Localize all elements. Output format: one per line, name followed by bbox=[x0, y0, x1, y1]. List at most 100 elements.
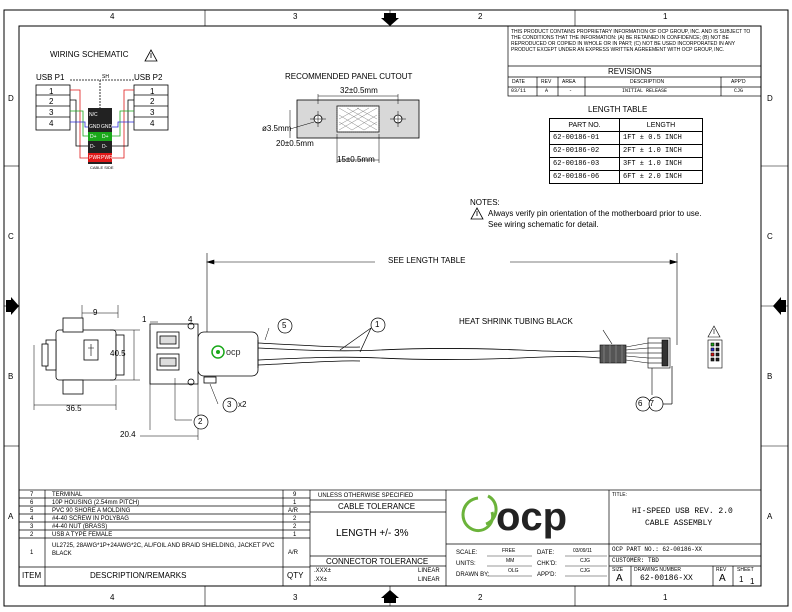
heat-shrink bbox=[599, 329, 627, 364]
length-part: 62-00186-02 bbox=[549, 144, 620, 158]
p2-pin-4: 4 bbox=[150, 119, 155, 128]
chkd-label: CHK'D: bbox=[537, 561, 557, 567]
panel-cutout bbox=[289, 94, 420, 163]
bom-desc: PVC 90 SHORE A MOLDING bbox=[52, 508, 131, 514]
length-table-title: LENGTH TABLE bbox=[588, 105, 648, 114]
length-value: 2FT ± 1.0 INCH bbox=[619, 144, 703, 158]
zone-row-a-right: A bbox=[767, 512, 773, 521]
zone-row-c-right: C bbox=[767, 232, 773, 241]
zone-row-d: D bbox=[8, 94, 14, 103]
rev-row-rev: A bbox=[545, 88, 549, 94]
ocp-part-no: OCP PART NO.: 62-00186-XX bbox=[612, 546, 703, 553]
tol-linear-1: LINEAR bbox=[418, 568, 440, 574]
p2-pin-1: 1 bbox=[150, 87, 155, 96]
bom-qty: A/R bbox=[288, 550, 299, 556]
zone-col-1: 1 bbox=[663, 12, 668, 21]
dplus-label-2: D+ bbox=[102, 134, 109, 140]
p1-pin-4: 4 bbox=[49, 119, 54, 128]
length-value: 3FT ± 1.0 INCH bbox=[619, 157, 703, 171]
bom-qty: 1 bbox=[293, 532, 297, 538]
rev-row-description: INITIAL RELEASE bbox=[622, 88, 668, 94]
length-part: 62-00186-03 bbox=[549, 157, 620, 171]
bom-item: 1 bbox=[30, 550, 34, 556]
zone-col-4-bottom: 4 bbox=[110, 593, 115, 602]
scale-label: SCALE: bbox=[456, 550, 478, 556]
terminal-wires bbox=[625, 342, 649, 364]
balloon-3-suffix: x2 bbox=[238, 400, 247, 409]
dplus-label: D+ bbox=[90, 134, 97, 140]
usb-front-view bbox=[140, 321, 259, 440]
scale-value: FREE bbox=[502, 548, 516, 554]
length-header-length: LENGTH bbox=[619, 118, 703, 132]
drawn-label: DRAWN BY: bbox=[456, 572, 490, 578]
bom-desc: TERMINAL bbox=[52, 492, 83, 498]
cable-tolerance-title: CABLE TOLERANCE bbox=[338, 502, 416, 511]
sheet-of: 1 bbox=[750, 577, 755, 586]
rev-header-area: AREA bbox=[562, 79, 576, 85]
cable-body bbox=[257, 327, 601, 368]
p2-pin-3: 3 bbox=[150, 108, 155, 117]
drawing-number: 62-00186-XX bbox=[640, 574, 693, 583]
dim-9: 9 bbox=[93, 308, 98, 317]
sheet-value: 1 bbox=[739, 575, 744, 584]
appd-value: CJG bbox=[580, 568, 590, 574]
zone-row-b-right: B bbox=[767, 372, 773, 381]
p1-pin-3: 3 bbox=[49, 108, 54, 117]
title-block-grid bbox=[18, 489, 762, 587]
molding-brand: ocp bbox=[226, 347, 241, 357]
length-part: 62-00186-06 bbox=[549, 170, 620, 184]
rev-value: A bbox=[719, 573, 726, 584]
rev-label: REV bbox=[716, 567, 727, 573]
appd-label: APP'D: bbox=[537, 572, 557, 578]
title-line-2: CABLE ASSEMBLY bbox=[645, 519, 713, 528]
balloon-2-label: 2 bbox=[198, 417, 203, 426]
bom-qty: 2 bbox=[293, 524, 297, 530]
bom-desc: UL2725, 28AWG*1P+24AWG*2C, AL/FOIL AND B… bbox=[52, 543, 275, 557]
balloon-1-label: 1 bbox=[375, 320, 380, 329]
panel-dim-bottom: 15±0.5mm bbox=[337, 155, 375, 164]
panel-cutout-title: RECOMMENDED PANEL CUTOUT bbox=[285, 72, 413, 81]
usb-side-view bbox=[33, 305, 140, 410]
date-label: DATE: bbox=[537, 550, 555, 556]
length-dimension bbox=[205, 253, 679, 345]
notes-line-2: See wiring schematic for detail. bbox=[488, 220, 599, 229]
housing-10p bbox=[647, 337, 671, 395]
zone-col-2: 2 bbox=[478, 12, 483, 21]
length-value: 6FT ± 2.0 INCH bbox=[619, 170, 703, 184]
bom-item: 7 bbox=[30, 492, 34, 498]
zone-col-4: 4 bbox=[110, 12, 115, 21]
zone-col-3-bottom: 3 bbox=[293, 593, 298, 602]
usb-p1-label: USB P1 bbox=[36, 73, 65, 82]
title-label: TITLE: bbox=[612, 492, 628, 498]
pwr-label-2: PWR bbox=[101, 155, 113, 161]
dminus-label-2: D- bbox=[102, 144, 108, 150]
drawn-value: OLG bbox=[508, 568, 519, 574]
sheet-label: SHEET bbox=[737, 567, 754, 573]
wiring-title: WIRING SCHEMATIC bbox=[50, 50, 129, 59]
unless-specified: UNLESS OTHERWISE SPECIFIED bbox=[318, 493, 414, 499]
bom-header-item: ITEM bbox=[22, 571, 42, 580]
rev-row-area: - bbox=[569, 88, 573, 94]
bom-header-desc: DESCRIPTION/REMARKS bbox=[90, 571, 187, 580]
heat-shrink-label: HEAT SHRINK TUBING BLACK bbox=[459, 317, 573, 326]
bom-qty: 2 bbox=[293, 516, 297, 522]
proprietary-note: THIS PRODUCT CONTAINS PROPRIETARY INFORM… bbox=[511, 29, 751, 53]
notes-title: NOTES: bbox=[470, 198, 500, 207]
units-value: MM bbox=[506, 558, 515, 564]
zone-row-a: A bbox=[8, 512, 14, 521]
rev-header-rev: REV bbox=[541, 79, 552, 85]
ocp-logo-mark bbox=[461, 494, 498, 533]
size-label: SIZE bbox=[612, 567, 624, 573]
bom-item: 6 bbox=[30, 500, 34, 506]
outer-border bbox=[3, 9, 789, 607]
panel-dim-top: 32±0.5mm bbox=[340, 86, 378, 95]
housing-end-view bbox=[707, 325, 723, 369]
molding-logo bbox=[211, 345, 225, 359]
tol-linear-2: LINEAR bbox=[418, 577, 440, 583]
bom-desc: USB A TYPE FEMALE bbox=[52, 532, 113, 538]
units-label: UNITS: bbox=[456, 561, 476, 567]
length-header-part: PART NO. bbox=[549, 118, 620, 132]
connector-tolerance-title: CONNECTOR TOLERANCE bbox=[326, 557, 429, 566]
revisions-grid bbox=[507, 25, 762, 97]
